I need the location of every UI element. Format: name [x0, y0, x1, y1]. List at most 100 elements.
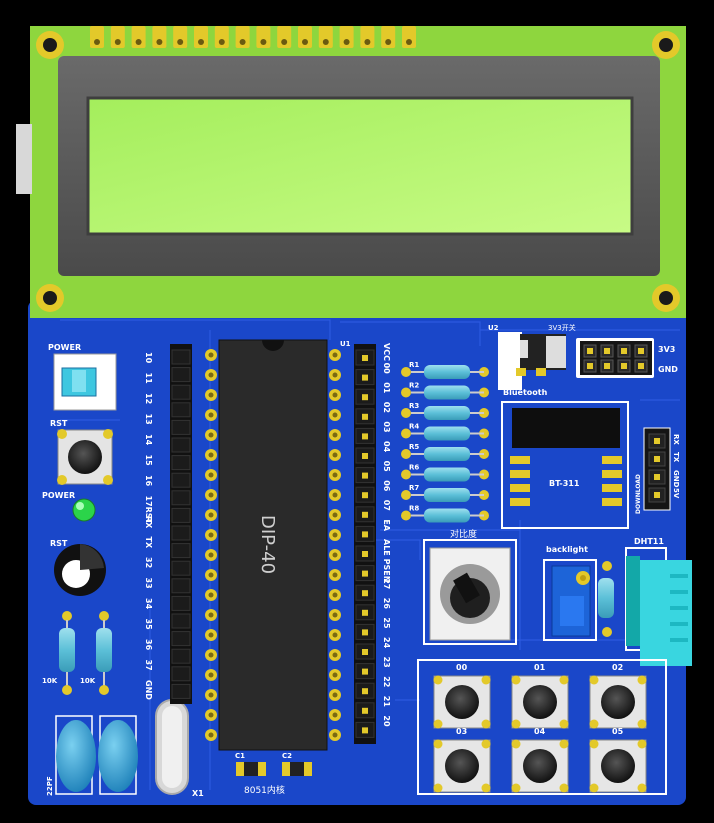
power-switch-label: POWER: [48, 343, 81, 352]
key-button-03[interactable]: 03: [433, 727, 491, 793]
power-select-header[interactable]: 3V3 GND: [576, 338, 678, 378]
resistor-label: R6: [409, 464, 419, 472]
left-pin-label: 11: [144, 373, 153, 385]
resistor-pad: [401, 408, 411, 418]
core-label: 8051内核: [244, 784, 285, 796]
lcd-backlight-tab: [16, 124, 32, 194]
download-pin-label: RX: [672, 434, 680, 445]
bluetooth-label: Bluetooth: [503, 388, 548, 397]
left-pin-label: 33: [144, 578, 153, 589]
lcd-pin: [256, 26, 271, 48]
header-pin: [171, 683, 191, 699]
resistor-label: R3: [409, 402, 419, 410]
resistor-pad: [401, 428, 411, 439]
lcd-pin: [214, 26, 229, 48]
right-pin-label: VCC: [382, 343, 391, 361]
header-pin: [171, 560, 191, 576]
left-pin-label: GND: [144, 680, 153, 700]
right-pin-label: 05: [382, 461, 391, 473]
key-button-label: 03: [456, 727, 467, 736]
resistor-body: [424, 385, 470, 400]
header-pin: [171, 543, 191, 559]
header-pin: [171, 472, 191, 488]
download-pin-label: TX: [672, 452, 680, 463]
header-pin: [171, 402, 191, 418]
resistor-pad: [401, 387, 411, 398]
key-button-01[interactable]: 01: [511, 663, 569, 729]
button-matrix-frame: [417, 659, 667, 795]
right-pin-label: 07: [382, 500, 391, 511]
lcd-pin: [318, 26, 333, 48]
dip40-chip: DIP-40 U1: [218, 339, 351, 751]
right-pin-label: 01: [382, 382, 391, 394]
right-pin-label: 00: [382, 363, 391, 375]
lcd-pin: [235, 26, 250, 48]
res-10k-b-label: 10K: [80, 677, 96, 685]
contrast-potentiometer[interactable]: 对比度: [423, 528, 517, 645]
resistor-body: [424, 426, 470, 441]
header-pin: [171, 613, 191, 629]
left-pin-label: 12: [144, 393, 153, 404]
key-button-02[interactable]: 02: [589, 663, 647, 729]
right-pin-label: 04: [382, 441, 391, 453]
header-pin: [171, 490, 191, 506]
right-pin-label: 26: [382, 598, 391, 610]
dht11-sensor: DHT11: [625, 537, 692, 666]
left-pin-label: 17RST: [144, 496, 153, 525]
u1-label: U1: [340, 340, 351, 348]
left-pin-label: 37: [144, 660, 153, 671]
lcd-pin: [90, 26, 104, 48]
resistor-label: R5: [409, 443, 419, 451]
header-pin: [171, 349, 191, 365]
header-pin: [171, 595, 191, 611]
header-pin: [171, 666, 191, 682]
right-pin-label: 23: [382, 657, 391, 668]
left-pin-label: TX: [144, 537, 153, 549]
key-button-00[interactable]: 00: [433, 663, 491, 729]
lcd-pin: [194, 26, 208, 48]
resistor-label: R7: [409, 484, 419, 492]
right-pin-label: 03: [382, 421, 391, 432]
header-pin: [171, 525, 191, 541]
key-button-05[interactable]: 05: [589, 727, 647, 793]
crystal-label: X1: [192, 789, 204, 798]
right-pin-label: PSEN: [382, 559, 391, 583]
resistor-pad: [401, 469, 411, 480]
backlight-trimmer[interactable]: backlight: [543, 545, 597, 641]
chip-label: DIP-40: [257, 515, 278, 574]
left-header: [170, 344, 192, 704]
power-switch[interactable]: POWER: [48, 343, 117, 411]
right-header: [354, 344, 376, 744]
right-pin-label: 06: [382, 480, 391, 492]
right-pin-label: ALE: [382, 539, 391, 556]
lcd-pin: [131, 26, 146, 48]
left-pin-label: 10: [144, 352, 153, 364]
lcd-pin: [339, 26, 354, 48]
regulator-u2: U2 3V3开关: [488, 323, 576, 390]
header-pin: [171, 455, 191, 471]
cap-22pf-label: 22PF: [46, 776, 54, 796]
resistor-10k-b: 10K: [80, 611, 112, 695]
resistor-pad: [401, 367, 411, 377]
v33-label: 3V3: [658, 345, 675, 354]
reset-button[interactable]: RST: [50, 419, 113, 485]
header-pin: [171, 648, 191, 664]
right-pin-label: 27: [382, 578, 391, 589]
chip-pads: [205, 349, 341, 741]
key-button-label: 00: [456, 663, 468, 672]
left-pin-label: 36: [144, 639, 153, 651]
lcd-header-pins: [90, 26, 416, 48]
left-pin-label: 34: [144, 598, 153, 610]
resistor-body: [424, 365, 470, 379]
backlight-label: backlight: [546, 545, 588, 554]
resistor-body: [424, 406, 470, 420]
left-pin-label: RX: [144, 516, 153, 529]
power-led: POWER: [42, 491, 96, 522]
key-button-04[interactable]: 04: [511, 727, 569, 793]
key-button-label: 01: [534, 663, 546, 672]
gnd-label: GND: [658, 365, 678, 374]
